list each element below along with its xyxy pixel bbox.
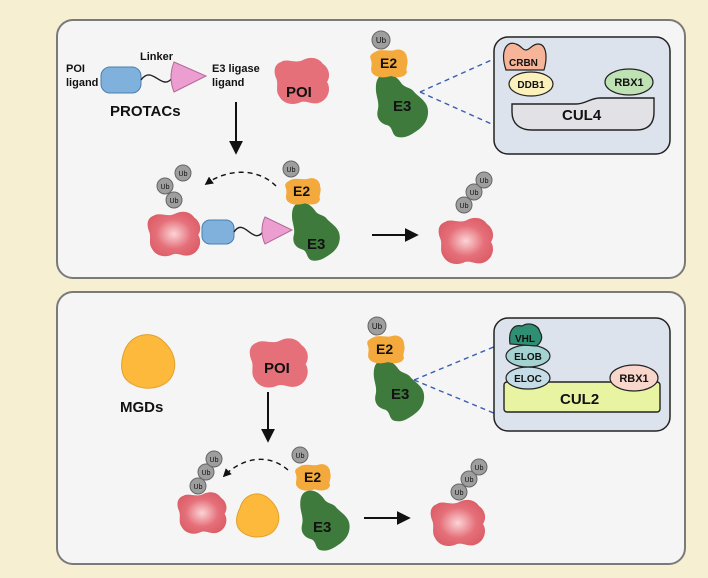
e3-ligand-shape: [170, 61, 208, 93]
ub-chain-3: [174, 164, 192, 182]
ub-final-3-label: Ub: [480, 178, 489, 185]
e2-label-complex-bottom: E2: [304, 469, 321, 485]
ddb1-label: DDB1: [517, 80, 545, 91]
ub-final-b1-label: Ub: [455, 490, 464, 497]
ub-final-3: [475, 171, 493, 189]
dashed-arc-arrow: [204, 171, 277, 187]
rbx1-cul4-label: RBX1: [614, 77, 643, 89]
e3-ligase-ligand-label-2: ligand: [212, 77, 244, 89]
dashed-connector-upper-bottom: [413, 345, 497, 381]
ub-label-bottom: Ub: [372, 322, 383, 331]
e3-ligand-bound: [261, 216, 294, 245]
ubiquitinated-poi-shape: [438, 217, 494, 264]
e3-label-complex: E3: [307, 236, 325, 253]
rbx1-cul4-shape: [604, 68, 654, 96]
poi-ligand-shape: [100, 66, 142, 94]
ub-on-e2-bottom-label: Ub: [296, 453, 305, 460]
ub-final-1: [455, 196, 473, 214]
eloc-label: ELOC: [514, 374, 542, 385]
ub-on-e2: [282, 160, 300, 178]
ub-on-e2-label: Ub: [287, 167, 296, 174]
ub-chain-2: [165, 191, 183, 209]
dashed-connector-upper: [419, 57, 497, 93]
e2-label-complex: E2: [293, 183, 310, 199]
ub-chain-b1-label: Ub: [194, 484, 203, 491]
vhl-shape: [509, 323, 543, 347]
ub-chain-1-label: Ub: [161, 184, 170, 191]
ubiquitinated-poi-shape-bottom: [430, 499, 486, 546]
ub-final-1-label: Ub: [460, 203, 469, 210]
mgds-label: MGDs: [120, 399, 163, 416]
ddb1-shape: [508, 71, 554, 97]
poi-target-shape: [147, 211, 201, 257]
dashed-connector-lower: [419, 91, 497, 127]
linker-label: Linker: [140, 51, 174, 63]
e2-label: E2: [380, 55, 397, 71]
elob-label: ELOB: [514, 352, 542, 363]
ub-circle-bottom: [367, 316, 387, 336]
ub-final-b1: [450, 483, 468, 501]
ub-final-b2-label: Ub: [465, 477, 474, 484]
dashed-arc-arrow-bottom: [222, 458, 289, 478]
poi-ligand-label-2: ligand: [66, 77, 98, 89]
mgd-shape: [121, 334, 176, 389]
ub-chain-b3: [205, 450, 223, 468]
poi-ligand-bound: [201, 219, 235, 245]
poi-ligand-label-1: POI: [66, 63, 85, 75]
ub-chain-2-label: Ub: [170, 198, 179, 205]
e3-label: E3: [393, 98, 411, 115]
e3-ligase-ligand-label-1: E3 ligase: [212, 63, 260, 75]
ub-final-b2: [460, 470, 478, 488]
e3-label-complex-bottom: E3: [313, 519, 331, 536]
linker-line: [140, 74, 173, 83]
linker-bound: [233, 226, 265, 237]
ub-final-b3-label: Ub: [475, 465, 484, 472]
cul2-label: CUL2: [560, 391, 599, 408]
ub-chain-b1: [189, 477, 207, 495]
ub-chain-b2-label: Ub: [202, 470, 211, 477]
rbx1-cul2-shape: [609, 364, 659, 392]
ub-chain-3-label: Ub: [179, 171, 188, 178]
crbn-label: CRBN: [509, 58, 538, 69]
ub-chain-1: [156, 177, 174, 195]
e2-label-bottom: E2: [376, 341, 393, 357]
ub-chain-b2: [197, 463, 215, 481]
mgd-bound-shape: [236, 493, 280, 538]
ub-final-b3: [470, 458, 488, 476]
poi-label: POI: [286, 84, 312, 101]
crbn-shape: [503, 42, 547, 71]
ub-final-2: [465, 183, 483, 201]
poi-target-shape-bottom: [177, 492, 227, 534]
poi-label-bottom: POI: [264, 360, 290, 377]
dashed-connector-lower-bottom: [413, 379, 497, 415]
vhl-label: VHL: [515, 334, 535, 345]
cul4-label: CUL4: [562, 107, 602, 124]
protacs-label: PROTACs: [110, 103, 181, 120]
ub-circle: [371, 30, 391, 50]
rbx1-cul2-label: RBX1: [619, 373, 648, 385]
ub-on-e2-bottom: [291, 446, 309, 464]
ub-label: Ub: [376, 36, 387, 45]
ub-final-2-label: Ub: [470, 190, 479, 197]
e3-label-bottom: E3: [391, 386, 409, 403]
ub-chain-b3-label: Ub: [210, 457, 219, 464]
cul4-shape: [511, 97, 655, 131]
